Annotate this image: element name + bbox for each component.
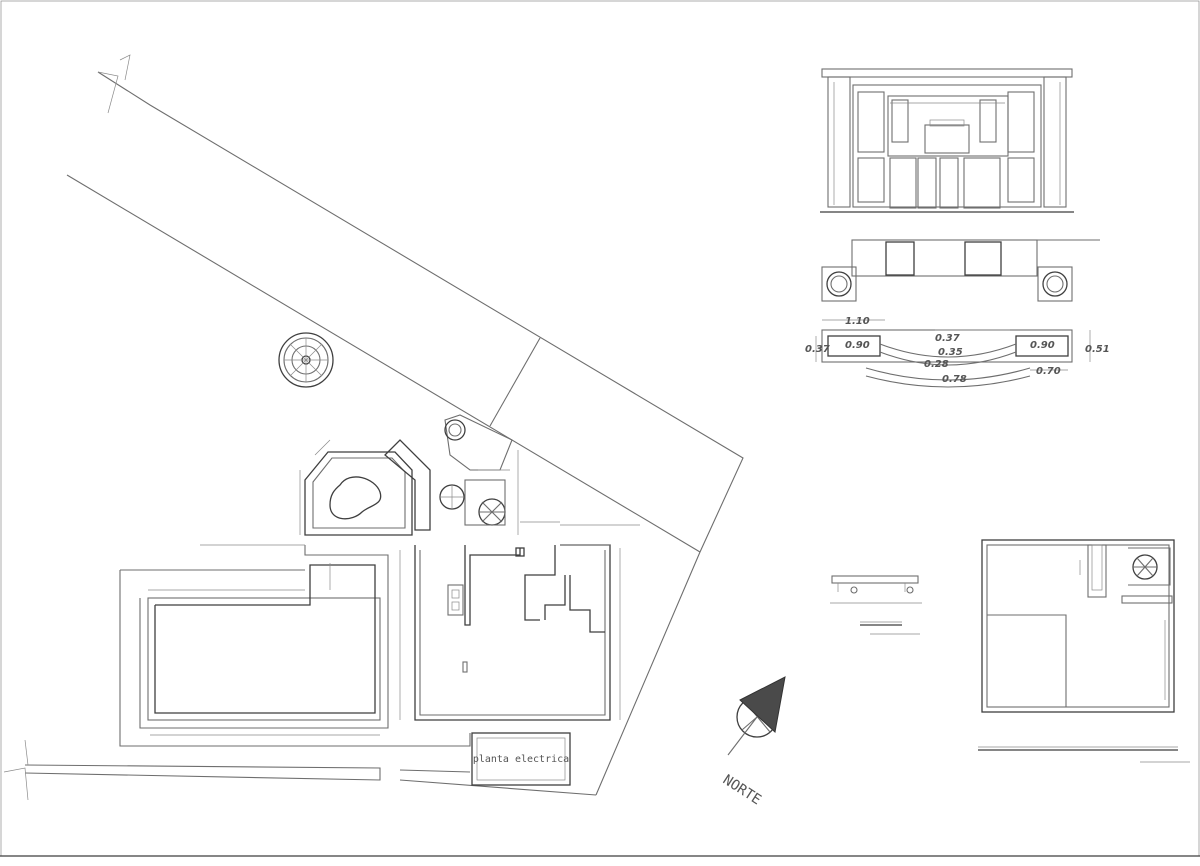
dim-arc-mid: 0.35 xyxy=(938,347,963,358)
north-label: NORTE xyxy=(720,772,764,808)
dim-arc-bottom: 0.78 xyxy=(942,374,967,385)
house-floor-plan xyxy=(399,521,640,721)
dim-arc-low: 0.28 xyxy=(924,359,949,370)
dim-left-height: 0.37 xyxy=(805,344,830,355)
dim-top-width: 1.10 xyxy=(845,316,870,327)
dim-right-box: 0.90 xyxy=(1030,340,1055,351)
fireplace-elevation xyxy=(820,68,1074,213)
dim-left-box: 0.90 xyxy=(845,340,870,351)
north-arrow: NORTE xyxy=(720,676,786,808)
fireplace-plan xyxy=(821,239,1100,302)
dim-right-small: 0.70 xyxy=(1036,366,1061,377)
electric-plant-label: planta electrica xyxy=(473,754,569,765)
hearth-detail: 1.10 0.37 0.90 0.90 0.51 0.37 0.35 0.28 … xyxy=(805,316,1110,388)
dim-arc-top: 0.37 xyxy=(935,333,960,344)
upper-floor-plan xyxy=(978,539,1190,763)
bench-detail xyxy=(830,575,922,635)
tree-symbol xyxy=(278,332,334,388)
kiosk-structure xyxy=(384,414,519,535)
electric-plant-box: planta electrica xyxy=(471,732,571,786)
pool-plan xyxy=(119,439,471,747)
dim-right-height: 0.51 xyxy=(1085,344,1110,355)
property-lines xyxy=(3,54,744,801)
